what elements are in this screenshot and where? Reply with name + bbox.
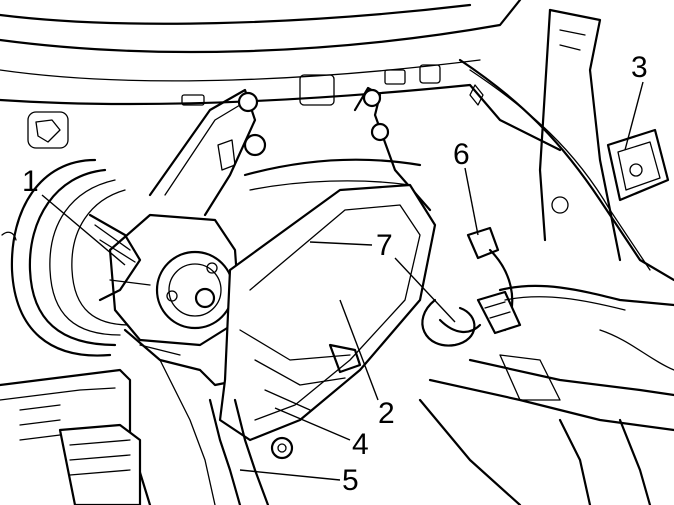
- right-duct: [538, 8, 622, 262]
- floor-panel: [418, 329, 674, 505]
- callout-6: 6: [453, 138, 470, 171]
- grommet-part-3: [606, 128, 670, 202]
- callout-4: 4: [352, 428, 369, 461]
- callout-5: 5: [342, 464, 359, 497]
- callout-3: 3: [631, 51, 648, 84]
- clip-left: [27, 111, 69, 149]
- mounting-bracket: [148, 86, 432, 217]
- callout-7: 7: [376, 229, 393, 262]
- callout-1: 1: [22, 165, 39, 198]
- connector-part-6: [421, 226, 674, 347]
- motor-housing-drum: [1, 158, 131, 357]
- callout-2: 2: [378, 397, 395, 430]
- leader-lines: [41, 81, 644, 481]
- lower-fasteners: [159, 359, 294, 505]
- cover-part-2: [218, 183, 437, 442]
- body-panel: [0, 0, 674, 282]
- wiper-motor-part-1: [88, 213, 242, 387]
- lower-left-ledge: [0, 368, 152, 505]
